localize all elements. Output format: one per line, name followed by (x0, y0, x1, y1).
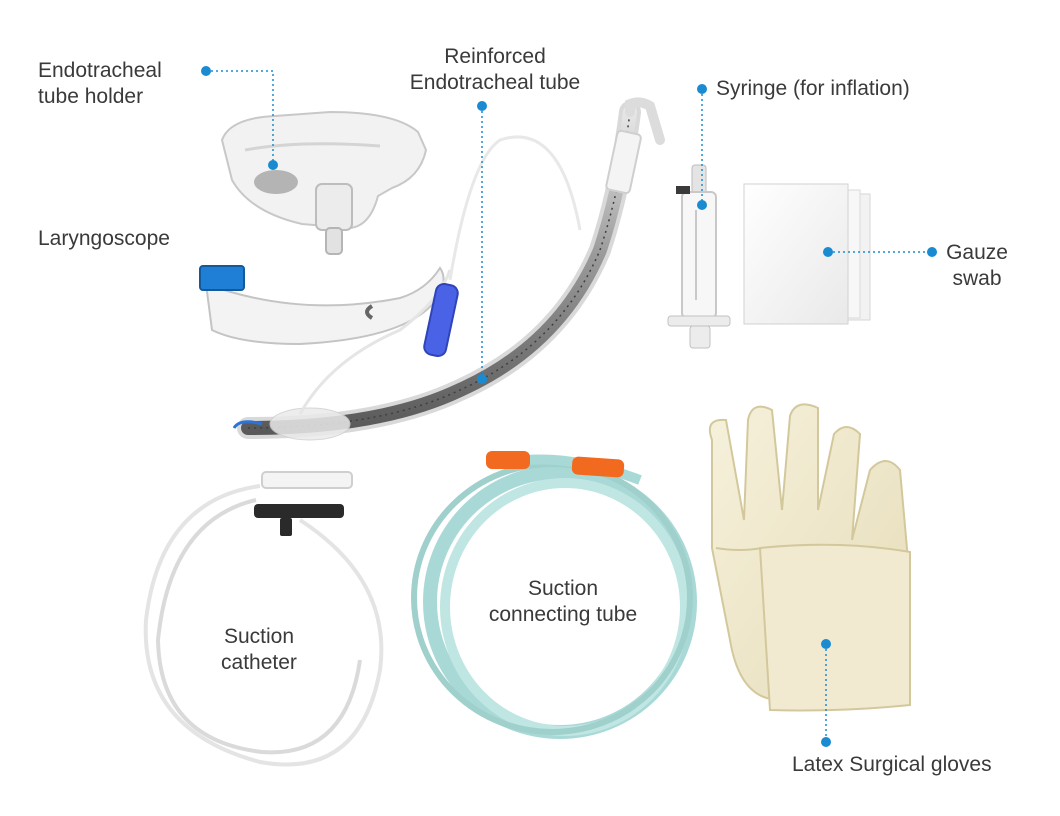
callout-lines (206, 70, 932, 742)
callout-dot-icon (927, 247, 937, 257)
tube-holder-image (220, 110, 428, 255)
callout-dot-icon (201, 66, 211, 76)
label-laryngoscope: Laryngoscope (38, 227, 170, 250)
syringe-image (667, 164, 731, 349)
callout-dot-icon (268, 160, 278, 170)
label-syringe: Syringe (for inflation) (716, 77, 910, 100)
suction-connecting-tube-image (411, 451, 697, 739)
callout-dot-icon (697, 200, 707, 210)
callout-dot-icon (823, 247, 833, 257)
label-suction-connecting-tube: Suction connecting tube (488, 577, 638, 626)
label-endotracheal-tube-holder: Endotracheal tube holder (38, 59, 162, 108)
reinforced-et-tube-image (232, 97, 665, 441)
label-gauze-swab: Gauze swab (946, 241, 1008, 290)
callout-dots (201, 66, 937, 747)
label-reinforced-endotracheal-tube: Reinforced Endotracheal tube (409, 45, 581, 94)
laryngoscope-image (199, 265, 445, 346)
callout-dot-icon (477, 374, 487, 384)
label-suction-catheter: Suction catheter (221, 625, 297, 674)
label-latex-surgical-gloves: Latex Surgical gloves (792, 753, 992, 776)
callout-dot-icon (821, 639, 831, 649)
latex-gloves-image (708, 403, 911, 712)
callout-dot-icon (697, 84, 707, 94)
suction-catheter-image (143, 471, 384, 767)
callout-dot-icon (821, 737, 831, 747)
gauze-swab-image (743, 183, 871, 325)
callout-dot-icon (477, 101, 487, 111)
